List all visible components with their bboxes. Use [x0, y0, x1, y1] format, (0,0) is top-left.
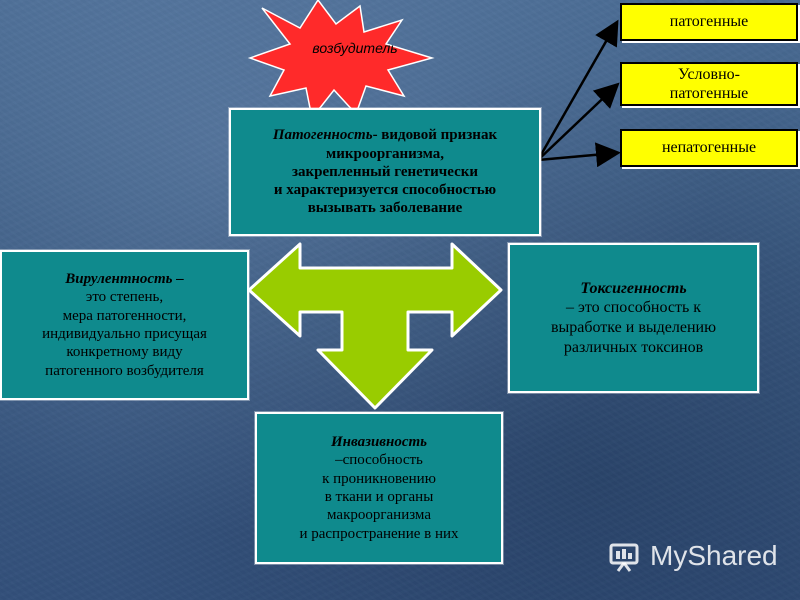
pathogenicity-term: Патогенность [272, 127, 373, 144]
arrow-to-conditional [537, 82, 620, 161]
arrow-to-pathogenic [536, 19, 619, 161]
invasiveness-line: –способность [335, 452, 423, 469]
toxigenicity-line: различных токсинов [563, 338, 704, 356]
virulence-line: патогенного возбудителя [45, 362, 204, 379]
toxigenicity-line: – это способность к [565, 299, 702, 317]
type-pathogenic-box: патогенные [620, 3, 798, 41]
type-pathogenic-label: патогенные [669, 13, 749, 31]
watermark: MyShared [608, 536, 788, 576]
definition-line: микроорганизма, [326, 145, 444, 162]
type-conditional-box: Условно- патогенные [620, 62, 798, 106]
type-nonpathogenic-box: непатогенные [620, 129, 798, 167]
presentation-icon [609, 543, 639, 572]
type-nonpathogenic-label: непатогенные [661, 139, 757, 157]
star-label: возбудитель [312, 40, 398, 56]
watermark-text: MyShared [650, 540, 778, 571]
virulence-line: индивидуально присущая [42, 326, 207, 342]
star-burst-icon [247, 0, 435, 120]
virulence-line: конкретному виду [66, 344, 183, 361]
definition-line: и характеризуется способностью [273, 182, 497, 199]
virulence-line: мера патогенности, [62, 307, 187, 324]
type-conditional-label-2: патогенные [669, 85, 749, 102]
invasiveness-line: к проникновению [322, 470, 436, 487]
definition-line: вызывать заболевание [307, 200, 463, 217]
t-arrow-icon [247, 242, 503, 410]
virulence-title: Вирулентность – [65, 271, 184, 288]
invasiveness-line: макроорганизма [327, 507, 431, 524]
invasiveness-line: в ткани и органы [324, 489, 434, 505]
virulence-line: это степень, [85, 289, 164, 306]
virulence-box: Вирулентность – это степень, мера патоге… [0, 249, 250, 401]
invasiveness-line: и распространение в них [299, 525, 459, 542]
arrow-to-nonpathogenic [537, 142, 621, 168]
toxigenicity-line: выработке и выделению [550, 319, 717, 336]
definition-line: закрепленный генетически [291, 163, 479, 180]
toxigenicity-box: Токсигенность – это способность к вырабо… [507, 242, 760, 394]
pathogenicity-term-rest: - видовой признак [372, 127, 498, 144]
invasiveness-title: Инвазивность [331, 434, 427, 451]
toxigenicity-title: Токсигенность [580, 279, 687, 297]
invasiveness-box: Инвазивность –способность к проникновени… [254, 411, 504, 565]
pathogenicity-definition-box: Патогенность- видовой признак микроорган… [228, 107, 542, 237]
type-conditional-label-1: Условно- [678, 65, 740, 83]
